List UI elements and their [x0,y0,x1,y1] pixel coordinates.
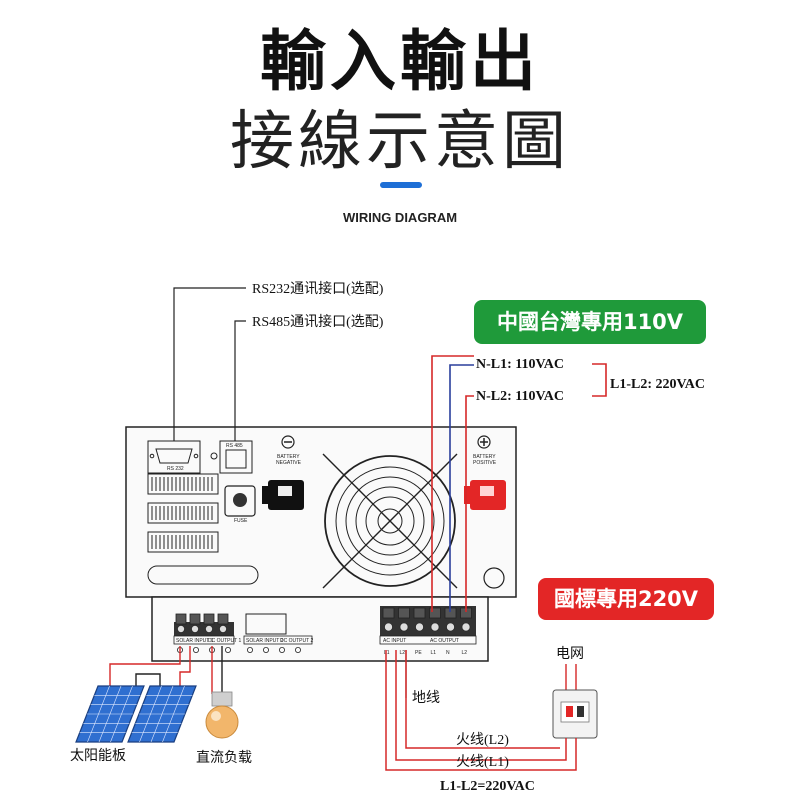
solar-panel-icon [75,685,197,743]
battery-negative-terminal: BATTERY NEGATIVE [262,435,304,510]
taiwan-110v-badge: 中國台灣專用110V [474,300,706,344]
rs485-port-label: RS 485 [226,443,243,449]
grid-label: 电网 [556,646,584,662]
dc-output-1-label: DC OUTPUT 1 [208,638,241,644]
n-l1-label: N-L1: 110VAC [476,357,564,372]
battery-negative-label-1: BATTERY [277,454,300,460]
page-subtitle: 接線示意圖 [230,105,570,179]
battery-positive-terminal: BATTERY POSITIVE [464,435,506,510]
ac-terminal-label: N [446,650,450,656]
accent-bar [380,182,422,188]
standard-220v-badge: 國標專用220V [538,578,714,620]
fuse: FUSE [224,485,256,524]
wiring-caption: WIRING DIAGRAM [342,210,458,225]
light-bulb-icon [205,691,239,739]
ac-terminal-label: L2 [462,650,468,656]
rs485-callout: RS485通讯接口(选配) [252,313,384,330]
dc-output-2-label: DC OUTPUT 2 [280,638,313,644]
live-l1-label: 火线(L1) [456,754,509,770]
rs232-port-label: RS 232 [167,466,184,472]
plus-icon [477,435,491,449]
l1-l2-bottom-label: L1-L2=220VAC [440,779,535,794]
battery-positive-label-1: BATTERY [473,454,496,460]
ac-terminal-label: PE [415,650,422,656]
battery-positive-label-2: POSITIVE [473,460,497,466]
page-title: 輸入輸出 [260,23,540,100]
ground-label: 地线 [412,690,440,706]
n-l2-label: N-L2: 110VAC [476,389,564,404]
solar-input-2-label: SOLAR INPUT 2 [246,638,284,644]
solar-input-1-label: SOLAR INPUT 1 [176,638,214,644]
rs485-port: RS 485 [219,440,253,474]
breaker-box-icon [552,689,598,739]
live-l2-label: 火线(L2) [456,732,509,748]
ac-terminal-label: L2 [400,650,406,656]
battery-negative-label-2: NEGATIVE [276,460,302,466]
ac-input-label: AC INPUT [383,638,406,644]
ac-terminal-label: L1 [431,650,437,656]
l1-l2-label: L1-L2: 220VAC [610,377,705,392]
ac-output-label: AC OUTPUT [430,638,459,644]
ac-terminal-label: L1 [384,650,390,656]
vent-slots [147,473,219,553]
fan-grille-icon [322,453,458,589]
rs232-callout: RS232通讯接口(选配) [252,280,384,297]
solar-panel-label: 太阳能板 [70,748,126,764]
fuse-label: FUSE [234,518,248,524]
dc-load-label: 直流负载 [196,749,252,766]
ac-terminal-block: AC INPUT AC OUTPUT L1 L2 PE L1 N L2 [379,606,477,656]
inverter-body [125,426,517,598]
minus-icon [281,435,295,449]
dc-terminal-block: SOLAR INPUT 1 DC OUTPUT 1 [173,613,241,645]
